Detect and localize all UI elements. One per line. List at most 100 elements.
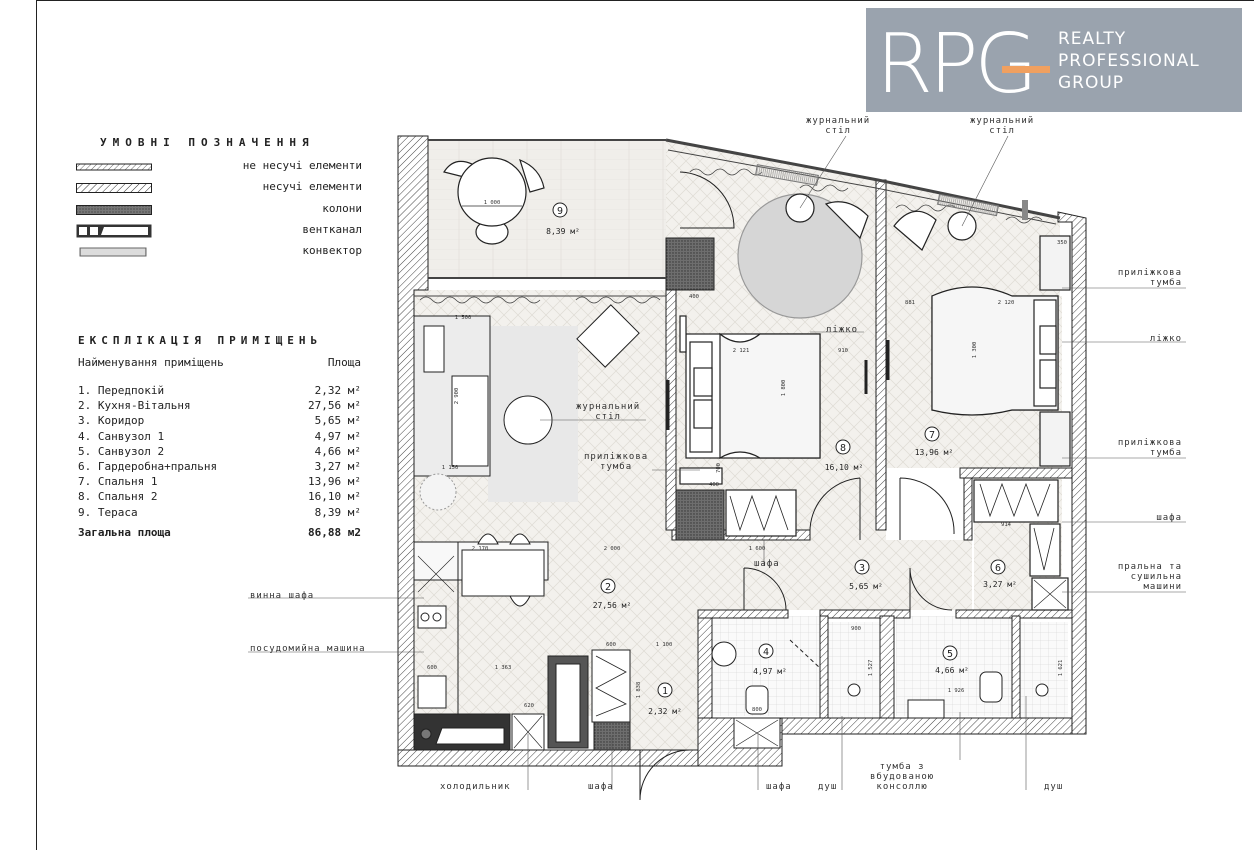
room-area: 13,96 м²	[308, 475, 361, 488]
rpg-logo-mark: RPG	[876, 18, 1050, 102]
dimension-label: 910	[838, 348, 848, 354]
callout-shower: душ	[1044, 782, 1064, 792]
room-name: 6. Гардеробна+пральня	[78, 460, 218, 473]
legend-label: не несучі елементи	[242, 159, 362, 172]
dimension-label: 620	[524, 703, 534, 709]
dimension-label: 700	[716, 463, 722, 473]
explication-col-name: Найменування приміщень	[78, 356, 224, 369]
callout-wardrobe: шафа	[588, 782, 614, 792]
room-area: 8,39 м²	[314, 506, 361, 519]
dimension-label: 1 150	[442, 465, 459, 471]
explication-col-area: Площа	[327, 356, 361, 369]
room-tags: 1 2,32 м² 2 27,56 м² 3 5,65 м² 4 4,97 м²…	[546, 202, 1017, 716]
bath-1-floor	[712, 616, 828, 716]
legend-label: колони	[322, 202, 362, 215]
room-name: 2. Кухня-Вітальня	[78, 399, 191, 412]
list-item: 9. Тераса 8,39 м²	[78, 506, 361, 521]
dimension-label: 1 621	[1058, 660, 1064, 677]
dimension-label: 400	[709, 482, 719, 488]
room-area: 3,27 м²	[314, 460, 361, 473]
callout-shower: душ	[818, 782, 838, 792]
room-tag-number: 7	[929, 430, 935, 441]
room-name: 5. Санвузол 2	[78, 445, 165, 458]
column	[665, 237, 715, 291]
callout-bed: ліжко	[826, 325, 859, 335]
convector	[937, 193, 999, 217]
room-name: 9. Тераса	[78, 506, 138, 519]
legend-label: вентканал	[302, 223, 362, 236]
room-area: 16,10 м²	[308, 490, 361, 503]
hatch-thick-swatch-icon	[76, 183, 152, 193]
dimension-label: 2 170	[472, 546, 489, 552]
room-tag-area: 16,10 м²	[825, 463, 864, 472]
terrace-dining-set	[443, 157, 545, 245]
room-area: 27,56 м²	[308, 399, 361, 412]
room-name: 3. Коридор	[78, 414, 145, 427]
dimension-label: 1 527	[868, 660, 874, 677]
dimension-label: 1 926	[948, 688, 965, 694]
explication-title: ЕКСПЛІКАЦІЯ ПРИМІЩЕНЬ	[78, 334, 323, 347]
list-item: 6. Гардеробна+пральня 3,27 м²	[78, 460, 361, 475]
room-tag-area: 5,65 м²	[849, 582, 883, 591]
list-item: 7. Спальня 1 13,96 м²	[78, 475, 361, 490]
room-area: 5,65 м²	[314, 414, 361, 427]
callout-wardrobe: шафа	[754, 559, 780, 569]
page-frame-left	[36, 0, 37, 850]
room-name: 4. Санвузол 1	[78, 430, 165, 443]
dimension-label: 2 120	[998, 300, 1015, 306]
doors	[639, 171, 955, 801]
callout-wardrobe: шафа	[766, 782, 792, 792]
legend-item-non-bearing: не несучі елементи	[76, 159, 362, 177]
room-tag-number: 6	[995, 563, 1001, 574]
room-tag-area: 3,27 м²	[983, 580, 1017, 589]
rpg-logo: RPG REALTY PROFESSIONAL GROUP	[866, 8, 1242, 112]
room-tag-area: 8,39 м²	[546, 227, 580, 236]
logo-accent-bar	[1002, 66, 1050, 73]
list-item: 2. Кухня-Вітальня 27,56 м²	[78, 399, 361, 414]
hatch-thin-swatch-icon	[76, 163, 152, 171]
dimension-label: 600	[427, 665, 437, 671]
bedroom-7-furniture	[893, 210, 1071, 611]
dimension-label: 400	[689, 294, 699, 300]
dimension-label: 914	[1001, 522, 1012, 528]
legend-item-convector: конвектор	[76, 244, 362, 262]
room-tag-area: 4,97 м²	[753, 667, 787, 676]
room-tag-number: 8	[840, 443, 846, 454]
dimension-label: 1 838	[636, 682, 642, 699]
room-area: 4,66 м²	[314, 445, 361, 458]
leader-lines	[248, 135, 1186, 790]
dimension-label: 1 363	[495, 665, 512, 671]
room-name: 8. Спальня 2	[78, 490, 158, 503]
list-item: 3. Коридор 5,65 м²	[78, 414, 361, 429]
callout-dishwasher: посудомийна машина	[250, 644, 366, 654]
dimension-label: 900	[851, 626, 861, 632]
corridor-floor	[676, 540, 972, 610]
room-name: 7. Спальня 1	[78, 475, 158, 488]
bathroom-fixtures	[711, 639, 1049, 749]
callout-bed: ліжко	[1149, 334, 1182, 344]
room-tag-area: 27,56 м²	[593, 601, 632, 610]
callout-wardrobe: шафа	[1156, 513, 1182, 523]
bedroom-8-furniture	[679, 193, 869, 537]
legend-title: УМОВНІ ПОЗНАЧЕННЯ	[100, 136, 315, 149]
dimension-label: 1 100	[656, 642, 673, 648]
logo-letters: RPG	[876, 18, 1034, 102]
room-tag-number: 3	[859, 563, 865, 574]
dimension-label: 1 800	[781, 380, 787, 397]
dimension-label: 1 000	[484, 200, 501, 206]
page-frame-top	[36, 0, 1254, 1]
dimension-label: 881	[905, 300, 915, 306]
list-item: 5. Санвузол 2 4,66 м²	[78, 445, 361, 460]
room-tag-number: 1	[662, 686, 668, 697]
room-area: 4,97 м²	[314, 430, 361, 443]
vent-swatch-icon	[76, 224, 152, 238]
legend-item-column: колони	[76, 202, 362, 220]
dimension-label: 2 900	[454, 388, 460, 405]
room-area: 2,32 м²	[314, 384, 361, 397]
